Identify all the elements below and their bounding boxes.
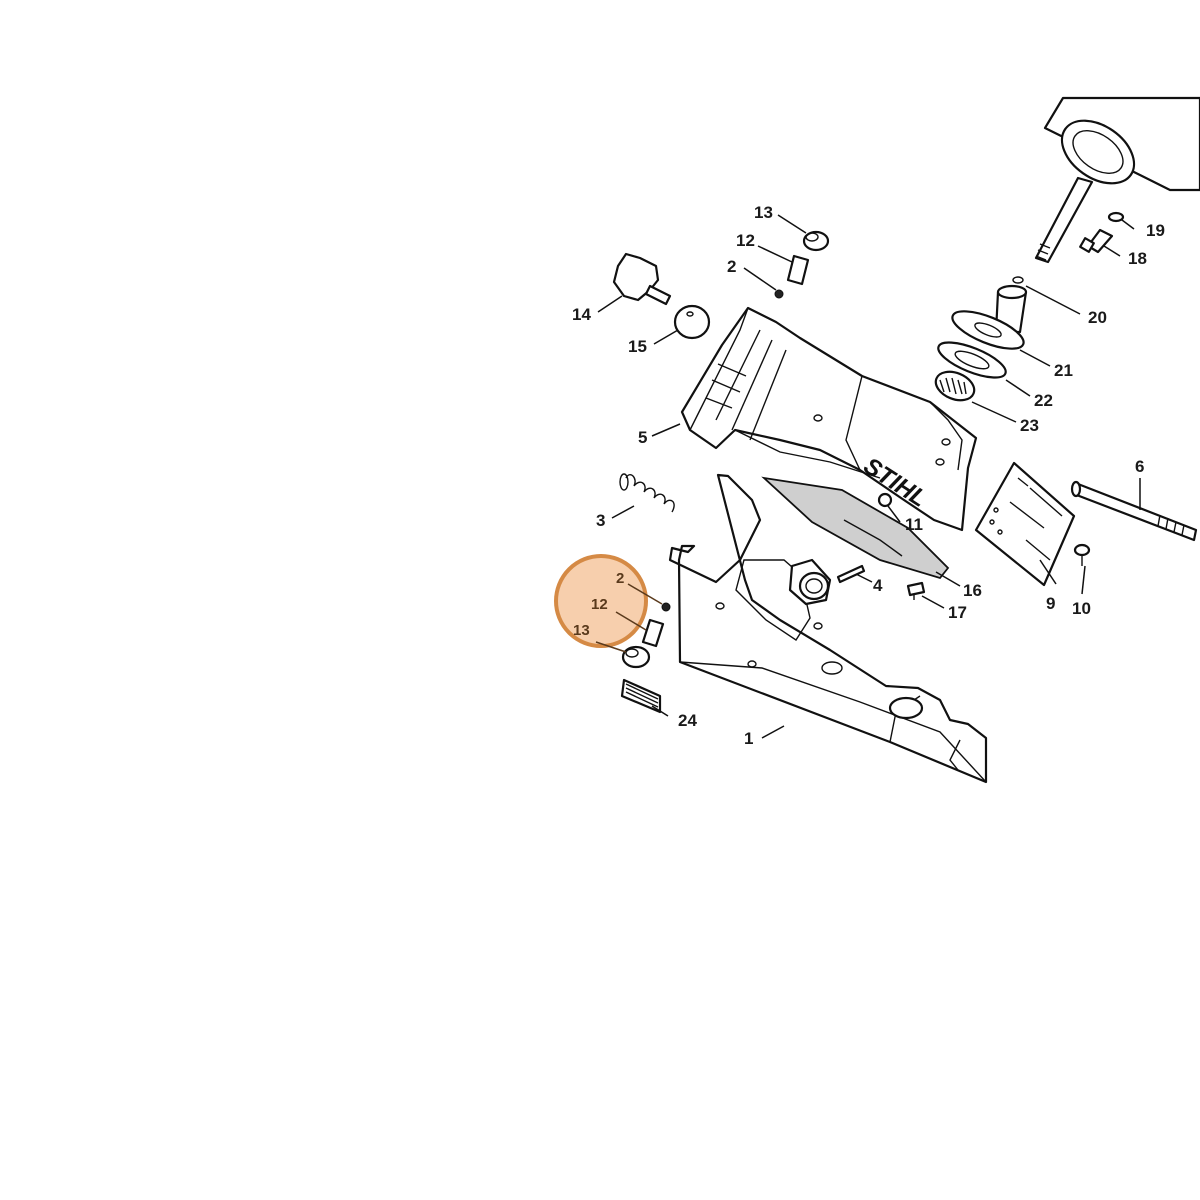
callout-20[interactable]: 20	[1088, 308, 1107, 327]
callout-16[interactable]: 16	[963, 581, 982, 600]
callout-24[interactable]: 24	[678, 711, 697, 730]
flange-21	[951, 310, 1025, 350]
callout-17[interactable]: 17	[948, 603, 967, 622]
callout-21[interactable]: 21	[1054, 361, 1073, 380]
callout-15[interactable]: 15	[628, 337, 647, 356]
knob-14	[612, 252, 672, 306]
nut-11	[877, 492, 893, 508]
callout-1[interactable]: 1	[744, 729, 753, 748]
callout-23[interactable]: 23	[1020, 416, 1039, 435]
highlight-circle	[554, 554, 648, 648]
callout-2[interactable]: 2	[727, 257, 736, 276]
drive-tube	[1034, 96, 1200, 264]
screw-18	[1079, 228, 1114, 254]
setscrew-12-lower	[641, 618, 665, 648]
callout-18[interactable]: 18	[1128, 249, 1147, 268]
callout-22[interactable]: 22	[1034, 391, 1053, 410]
upper-housing-5	[680, 306, 978, 532]
callout-13[interactable]: 13	[754, 203, 773, 222]
highlight-label-2[interactable]: 2	[616, 570, 624, 587]
gear-23	[934, 370, 976, 402]
nut-13-top	[802, 230, 830, 252]
ball-2-lower	[661, 602, 671, 612]
washer-19	[1107, 211, 1125, 223]
setscrew-12-top	[786, 254, 810, 286]
ball-2-top	[774, 289, 784, 299]
callout-11[interactable]: 11	[905, 515, 923, 534]
callout-9[interactable]: 9	[1046, 594, 1055, 613]
screw-17	[906, 581, 926, 600]
callout-14[interactable]: 14	[572, 305, 591, 324]
spring-3	[619, 473, 675, 513]
washer-15	[673, 304, 711, 340]
leader-lines	[597, 214, 1141, 739]
callout-5[interactable]: 5	[638, 428, 647, 447]
lower-housing-1	[668, 473, 988, 784]
highlight-leader-lines	[595, 583, 663, 653]
callout-3[interactable]: 3	[596, 511, 605, 530]
highlight-label-12[interactable]: 12	[591, 596, 608, 613]
callout-12[interactable]: 12	[736, 231, 755, 250]
callout-4[interactable]: 4	[873, 576, 883, 595]
bearing-22	[937, 341, 1007, 379]
grille-24	[620, 678, 662, 714]
plate-9	[974, 461, 1076, 587]
pin-4	[836, 564, 866, 584]
highlight-label-13[interactable]: 13	[573, 622, 590, 639]
plate-16	[761, 476, 950, 580]
callout-6[interactable]: 6	[1135, 457, 1144, 476]
bolt-6	[1070, 480, 1198, 542]
callout-19[interactable]: 19	[1146, 221, 1165, 240]
screw-10	[1073, 543, 1091, 566]
nut-13-lower	[621, 645, 651, 669]
callout-10[interactable]: 10	[1072, 599, 1091, 618]
